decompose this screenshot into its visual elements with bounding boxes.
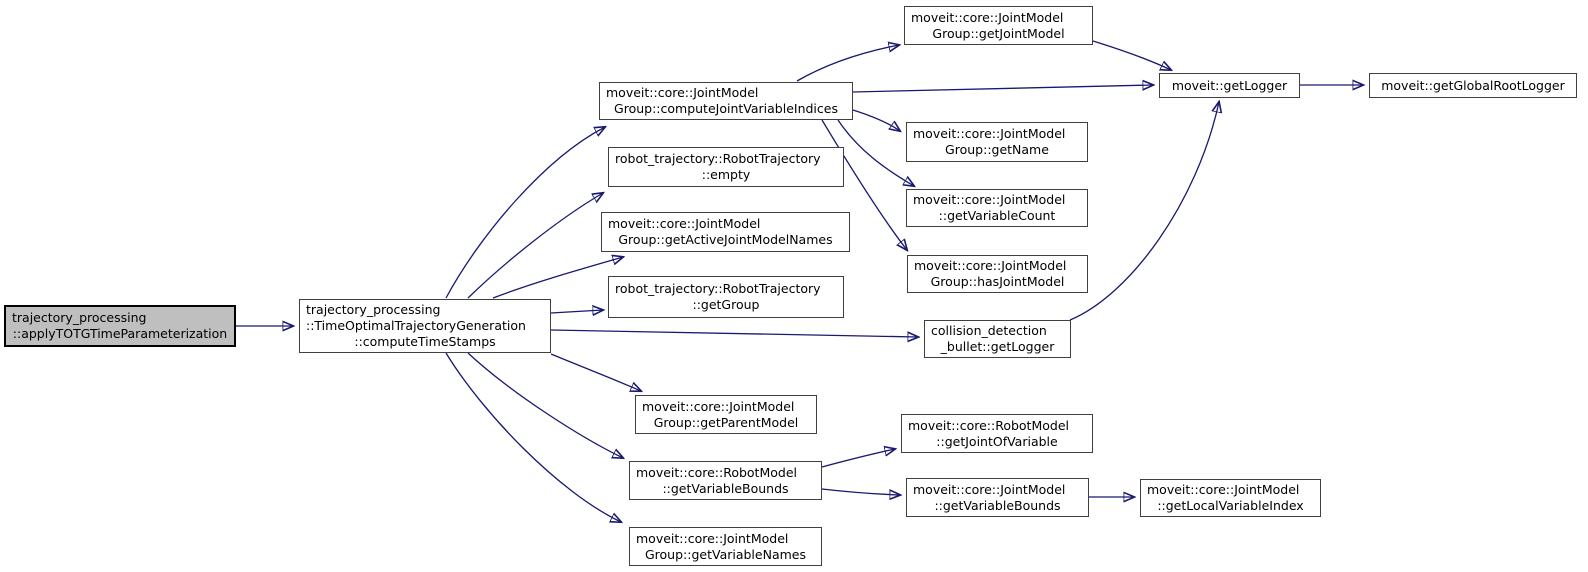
edge-robotModelGetVariableBounds-to-jointModelGetVariableBounds bbox=[821, 488, 900, 495]
edge-computeJointVariableIndices-to-getLogger bbox=[852, 85, 1153, 93]
edge-robotModelGetVariableBounds-to-getJointOfVariable bbox=[821, 449, 895, 468]
node-getVariableCount[interactable]: moveit::core::JointModel::getVariableCou… bbox=[906, 189, 1088, 227]
edge-computeJointVariableIndices-to-hasJointModel bbox=[821, 119, 907, 250]
edge-computeTimeStamps-to-getVariableNames bbox=[445, 352, 621, 522]
node-jointModel-getVariableBounds[interactable]: moveit::core::JointModel::getVariableBou… bbox=[906, 478, 1089, 517]
edge-getJointModel-to-getLogger bbox=[1092, 40, 1171, 70]
edge-computeTimeStamps-to-getActiveJointModelNames bbox=[492, 257, 623, 299]
edge-computeTimeStamps-to-robotTrajectoryGetGroup bbox=[550, 310, 603, 313]
node-getLocalVariableIndex[interactable]: moveit::core::JointModel::getLocalVariab… bbox=[1140, 479, 1321, 517]
edge-computeJointVariableIndices-to-getVariableCount bbox=[837, 119, 914, 186]
edge-bulletGetLogger-to-getLogger bbox=[1069, 102, 1219, 321]
edge-computeTimeStamps-to-getParentModel bbox=[550, 353, 641, 391]
edge-computeTimeStamps-to-computeJointVariableIndices bbox=[445, 127, 605, 299]
node-robot-trajectory-empty[interactable]: robot_trajectory::RobotTrajectory::empty bbox=[608, 147, 844, 187]
node-computeTimeStamps[interactable]: trajectory_processing::TimeOptimalTrajec… bbox=[299, 299, 551, 353]
node-getJointOfVariable[interactable]: moveit::core::RobotModel::getJointOfVari… bbox=[901, 414, 1093, 453]
edge-computeTimeStamps-to-robotTrajectoryEmpty bbox=[467, 193, 603, 299]
node-robot-trajectory-getGroup[interactable]: robot_trajectory::RobotTrajectory::getGr… bbox=[608, 276, 844, 318]
edge-computeJointVariableIndices-to-getName bbox=[852, 109, 900, 131]
edge-computeTimeStamps-to-robotModelGetVariableBounds bbox=[467, 352, 623, 458]
edge-computeTimeStamps-to-bulletGetLogger bbox=[550, 329, 918, 337]
node-robotModel-getVariableBounds[interactable]: moveit::core::RobotModel::getVariableBou… bbox=[629, 461, 822, 500]
edge-computeJointVariableIndices-to-getJointModel bbox=[796, 45, 899, 82]
node-collision-detection-bullet-getLogger[interactable]: collision_detection_bullet::getLogger bbox=[924, 320, 1071, 358]
node-getLogger[interactable]: moveit::getLogger bbox=[1159, 73, 1300, 98]
node-getGlobalRootLogger[interactable]: moveit::getGlobalRootLogger bbox=[1369, 73, 1577, 98]
node-applyTOTGTimeParameterization: trajectory_processing::applyTOTGTimePara… bbox=[4, 305, 236, 347]
